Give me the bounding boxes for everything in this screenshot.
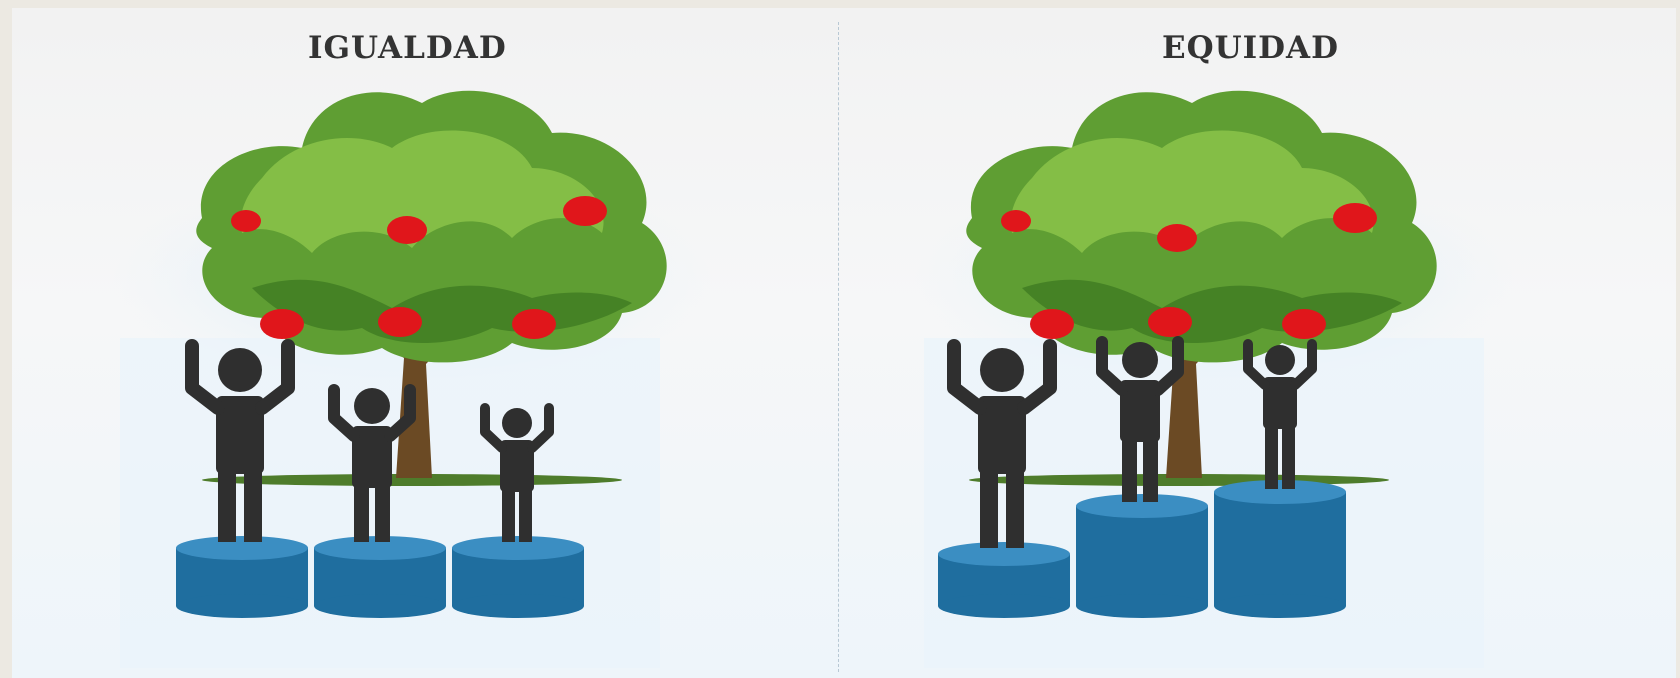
panel-igualdad: IGUALDAD <box>12 8 832 678</box>
apple-icon <box>1030 309 1074 339</box>
apple-icon <box>563 196 607 226</box>
apples <box>231 196 607 339</box>
person-icon <box>480 403 554 542</box>
apples <box>1001 203 1377 339</box>
tree-icon <box>196 90 667 486</box>
apple-icon <box>1148 307 1192 337</box>
box-icon <box>452 536 584 618</box>
box-icon <box>314 536 446 618</box>
person-icon <box>1096 336 1184 502</box>
person-icon <box>1243 339 1317 489</box>
panel-title-igualdad: IGUALDAD <box>308 30 507 66</box>
apple-icon <box>1333 203 1377 233</box>
illustration: IGUALDAD <box>12 8 1676 678</box>
box-icon <box>938 542 1070 618</box>
panel-divider <box>838 22 839 672</box>
apple-icon <box>1282 309 1326 339</box>
tree-icon <box>966 90 1437 486</box>
person-icon <box>185 339 295 542</box>
box-icon <box>1076 494 1208 618</box>
equidad-scene <box>914 90 1514 668</box>
panel-equidad: EQUIDAD <box>844 8 1664 678</box>
box-icon <box>176 536 308 618</box>
apple-icon <box>231 210 261 232</box>
apple-icon <box>260 309 304 339</box>
tree-highlight <box>1010 130 1374 253</box>
tree-highlight <box>240 130 604 253</box>
person-icon <box>947 339 1057 548</box>
boxes <box>938 480 1346 618</box>
boxes <box>176 536 584 618</box>
apple-icon <box>387 216 427 244</box>
box-icon <box>1214 480 1346 618</box>
panel-title-equidad: EQUIDAD <box>1162 30 1339 66</box>
person-icon <box>328 384 416 542</box>
apple-icon <box>1001 210 1031 232</box>
people <box>947 336 1317 548</box>
apple-icon <box>1157 224 1197 252</box>
igualdad-scene <box>112 90 712 668</box>
apple-icon <box>512 309 556 339</box>
apple-icon <box>378 307 422 337</box>
people <box>185 339 554 542</box>
